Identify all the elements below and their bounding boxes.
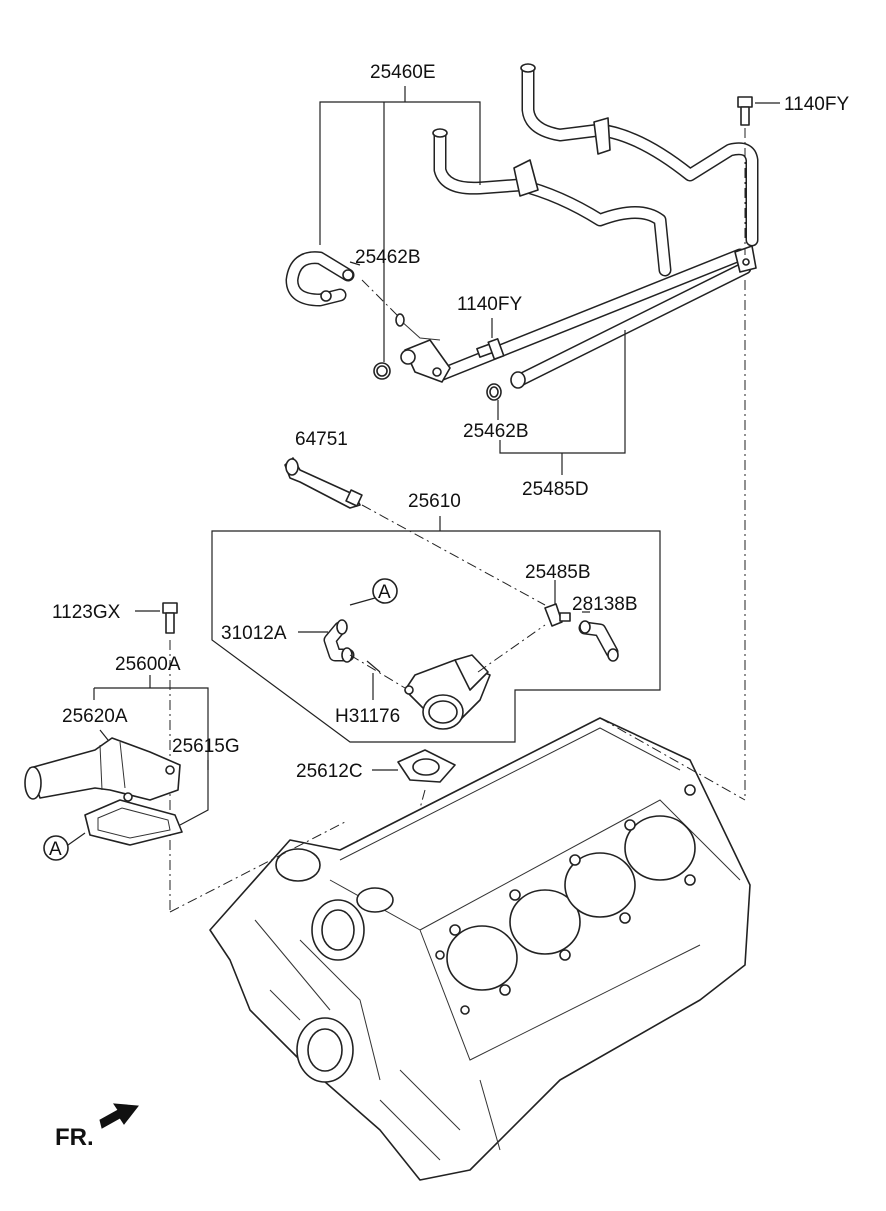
- label-25620A: 25620A: [62, 706, 128, 727]
- bolt-1140FY-top: [737, 96, 753, 126]
- label-25460E: 25460E: [370, 62, 436, 83]
- sensor-64751: [284, 457, 363, 509]
- label-front: FR.: [55, 1124, 94, 1151]
- label-1123GX: 1123GX: [52, 602, 121, 623]
- front-arrow: [99, 1103, 139, 1129]
- label-64751: 64751: [295, 429, 348, 450]
- label-1140FY-mid: 1140FY: [457, 294, 522, 315]
- fitting-25485B: [544, 603, 571, 627]
- label-25485D: 25485D: [522, 479, 589, 500]
- label-31012A: 31012A: [221, 623, 287, 644]
- ref-a1-text: A: [378, 582, 391, 603]
- hose-31012A: [323, 619, 355, 663]
- ref-circle-a1: A: [372, 578, 398, 604]
- label-25462B-upper: 25462B: [355, 247, 421, 268]
- bolt-1140FY-mid: [476, 338, 505, 360]
- pipe-assembly-25460E: [285, 63, 759, 401]
- label-25610: 25610: [408, 491, 461, 512]
- housing-25610: [404, 654, 491, 730]
- label-H31176: H31176: [335, 706, 400, 727]
- hose-28138B: [578, 620, 619, 662]
- label-1140FY-top: 1140FY: [784, 94, 849, 115]
- label-25600A: 25600A: [115, 654, 181, 675]
- bolt-1123GX: [162, 602, 178, 634]
- water-inlet-25620A: [24, 737, 181, 802]
- ref-a2-text: A: [49, 839, 62, 860]
- label-25462B-lower: 25462B: [463, 421, 529, 442]
- group-box-25610: [211, 530, 661, 743]
- ref-circle-a2: A: [43, 835, 69, 861]
- label-25612C: 25612C: [296, 761, 363, 782]
- label-25615G: 25615G: [172, 736, 240, 757]
- gasket-25612C: [397, 749, 456, 783]
- engine-block: [209, 717, 751, 1181]
- leaders-upper: [319, 86, 780, 800]
- gasket-25615G: [84, 799, 183, 846]
- label-25485B: 25485B: [525, 562, 591, 583]
- label-28138B: 28138B: [572, 594, 638, 615]
